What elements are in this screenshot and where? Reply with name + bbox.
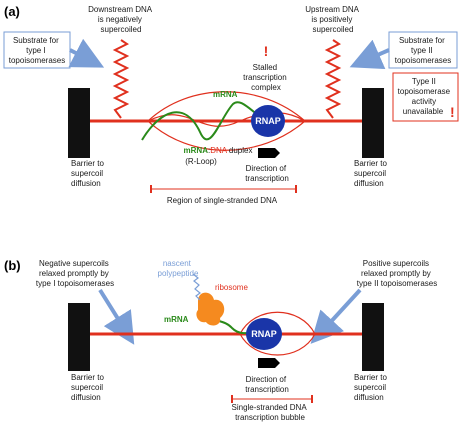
pos-note: Positive supercoils relaxed promptly by … <box>357 259 437 288</box>
downstream-note: Downstream DNA is negatively supercoiled <box>88 5 154 34</box>
warning-box: Type II topoisomerase activity unavailab… <box>392 72 459 122</box>
bubble-label: Single-stranded DNA transcription bubble <box>232 403 309 422</box>
barrier-left-b <box>68 303 90 371</box>
mrna-rloop <box>141 101 263 141</box>
nascent-label: nascent polypeptide <box>158 259 199 278</box>
direction-arrow-b <box>258 358 280 368</box>
barrier-left-a <box>68 88 90 158</box>
polypeptide-chain <box>192 273 201 301</box>
negative-supercoil <box>112 39 130 119</box>
dna-strand-a <box>147 112 306 127</box>
svg-text:Substrate for type I: Substrate for type I topoisomerases <box>9 36 65 65</box>
warning-exclamation: ! <box>450 104 455 120</box>
ribosome <box>196 292 225 326</box>
direction-note-b: Direction of transcription <box>245 375 289 394</box>
barrier-right-label-b: Barrier to supercoil diffusion <box>354 373 389 402</box>
rnap-a <box>251 105 285 137</box>
panel-b: (b) Negative supercoils relaxed promptly… <box>4 258 437 422</box>
arrow-pos-relax <box>310 288 362 344</box>
arrow-type1-substrate <box>68 38 105 68</box>
panel-a-label: (a) <box>4 4 20 19</box>
svg-text:Substrate for type II: Substrate for type II topoisomerases <box>395 36 451 65</box>
mrna-label-a: mRNA <box>213 90 238 99</box>
barrier-right-label-a: Barrier to supercoil diffusion <box>354 159 389 188</box>
stalled-exclamation: ! <box>264 43 269 59</box>
rnap-a-label: RNAP <box>255 116 281 126</box>
rloop-label: (R-Loop) <box>185 157 217 166</box>
barrier-left-label-a: Barrier to supercoil diffusion <box>71 159 106 188</box>
dna-bubble-b <box>239 311 316 356</box>
direction-note-a: Direction of transcription <box>245 164 289 183</box>
barrier-right-a <box>362 88 384 158</box>
barrier-left-label-b: Barrier to supercoil diffusion <box>71 373 106 402</box>
region-label: Region of single-stranded DNA <box>167 196 278 205</box>
barrier-right-b <box>362 303 384 371</box>
svg-text:Type II topoisomerase: Type II topoisomerase activity unavailab… <box>398 77 453 116</box>
panel-b-label: (b) <box>4 258 21 273</box>
positive-supercoil <box>324 39 342 119</box>
upstream-note: Upstream DNA is positively supercoiled <box>305 5 361 34</box>
duplex-label: mRNA:DNA duplex <box>184 146 253 155</box>
stalled-note: Stalled transcription complex <box>243 63 289 92</box>
rnap-b <box>246 318 282 350</box>
mrna-label-b: mRNA <box>164 315 189 324</box>
neg-note: Negative supercoils relaxed promptly by … <box>36 259 114 288</box>
direction-arrow-a <box>258 148 280 158</box>
panel-a: (a) Downstream DNA is negatively superco… <box>3 4 459 205</box>
ribosome-label: ribosome <box>215 283 248 292</box>
rnap-b-label: RNAP <box>251 329 277 339</box>
substrate-type2-box: Substrate for type II topoisomerases <box>388 31 458 69</box>
arrow-type2-substrate <box>349 39 390 70</box>
arrow-neg-relax <box>98 288 135 345</box>
substrate-type1-box: Substrate for type I topoisomerases <box>3 31 71 69</box>
